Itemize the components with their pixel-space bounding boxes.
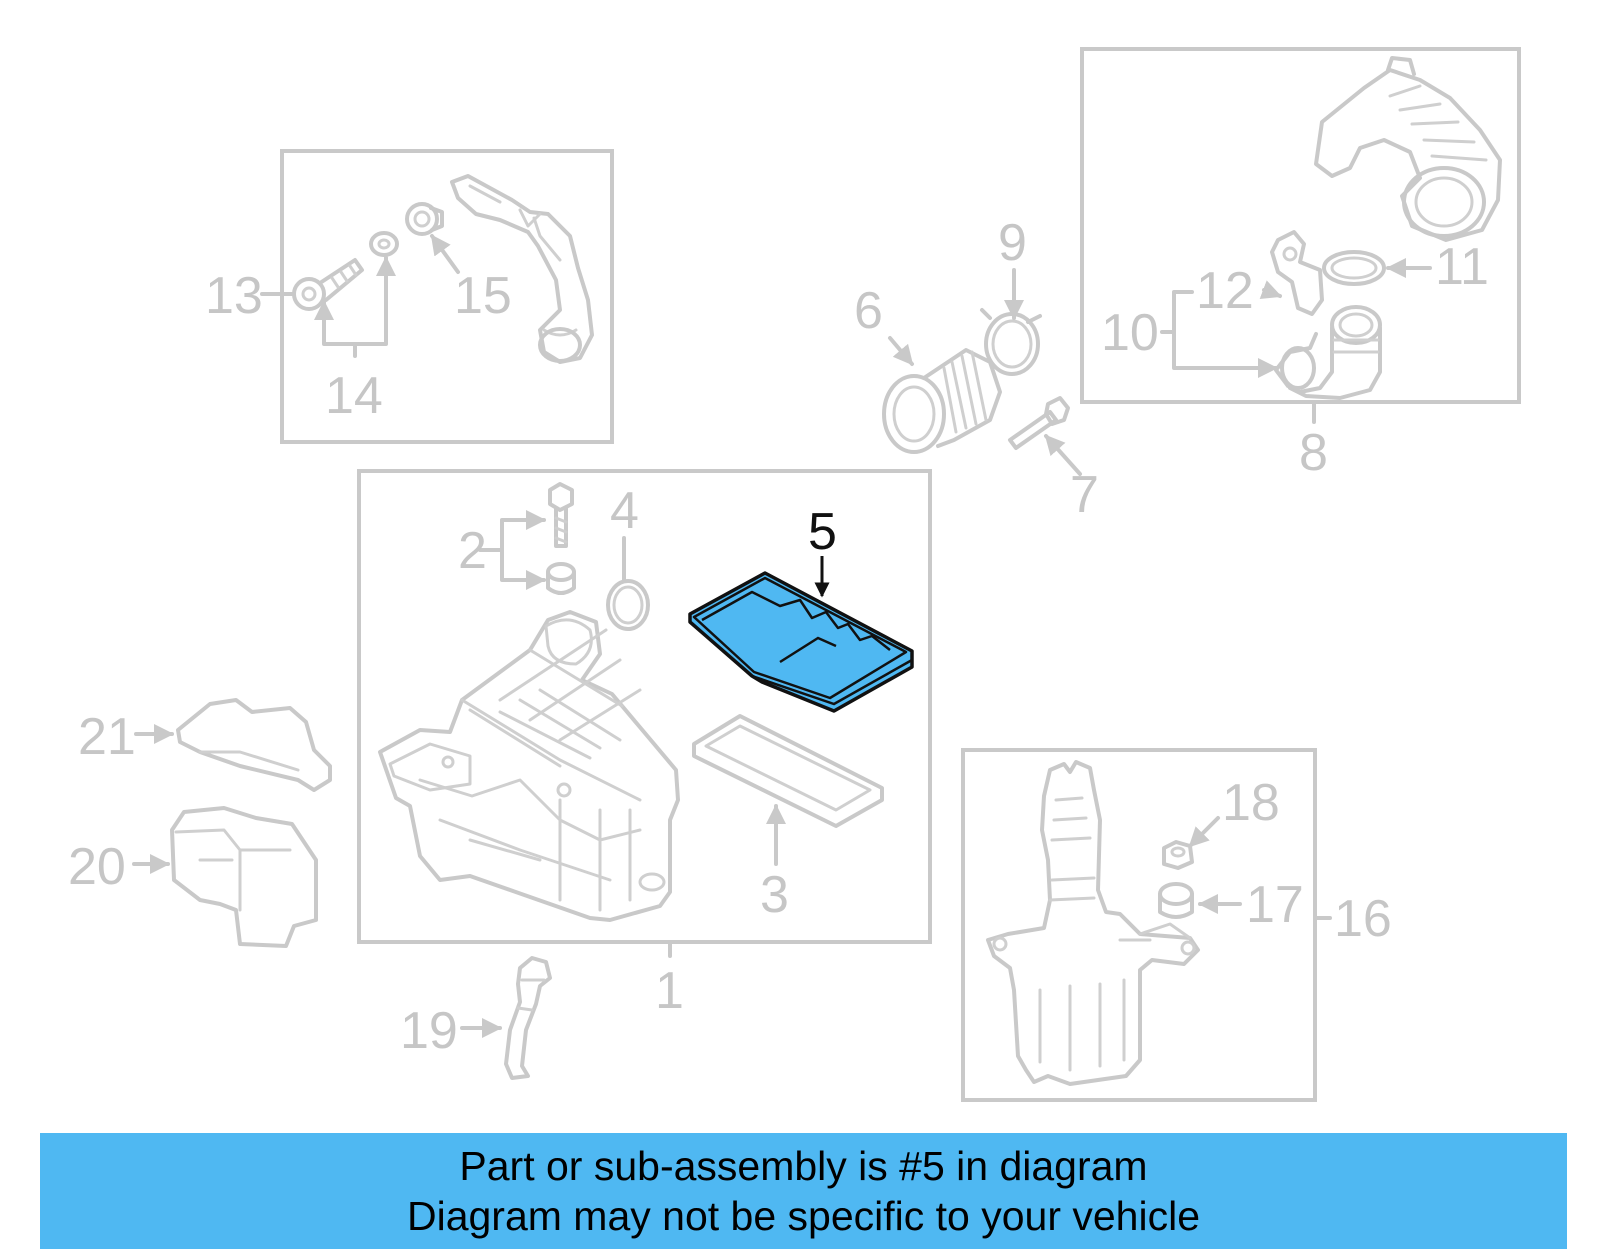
callout-10: 10 bbox=[1101, 304, 1159, 362]
grommet-17-part bbox=[1158, 882, 1194, 919]
leader-14 bbox=[322, 256, 388, 358]
leader-15 bbox=[430, 234, 460, 274]
callout-19: 19 bbox=[400, 1002, 458, 1060]
filter-element-3-part bbox=[692, 714, 884, 828]
intake-duct-part bbox=[450, 174, 594, 364]
air-filter-5-part-highlighted bbox=[688, 571, 914, 713]
leader-10 bbox=[1160, 290, 1276, 370]
mass-airflow-sensor-6-part bbox=[882, 348, 1002, 454]
callout-15: 15 bbox=[454, 267, 512, 325]
callout-20: 20 bbox=[68, 838, 126, 896]
callout-2: 2 bbox=[458, 522, 487, 580]
leader-2 bbox=[478, 518, 544, 582]
callout-18: 18 bbox=[1222, 774, 1280, 832]
banner-line-disclaimer: Diagram may not be specific to your vehi… bbox=[406, 1193, 1200, 1239]
callout-12: 12 bbox=[1196, 262, 1254, 320]
bolt-13-part bbox=[292, 258, 364, 311]
callout-7: 7 bbox=[1070, 466, 1099, 524]
air-cleaner-housing-part bbox=[378, 610, 680, 922]
bracket-20-part bbox=[170, 806, 318, 948]
bolt-7-part bbox=[1008, 396, 1070, 450]
callout-13: 13 bbox=[205, 267, 263, 325]
callout-8: 8 bbox=[1299, 424, 1328, 482]
callout-11: 11 bbox=[1435, 238, 1489, 296]
callout-5[interactable]: 5 bbox=[808, 503, 837, 561]
callout-3: 3 bbox=[760, 866, 789, 924]
callout-21: 21 bbox=[78, 708, 136, 766]
info-banner: Part or sub-assembly is #5 in diagram Di… bbox=[40, 1133, 1567, 1249]
callout-4: 4 bbox=[610, 482, 639, 540]
resonator-16-part bbox=[986, 760, 1200, 1086]
callout-14: 14 bbox=[325, 367, 383, 425]
washer-14-part bbox=[369, 231, 399, 257]
callout-9: 9 bbox=[998, 214, 1027, 272]
group-box-16-18 bbox=[961, 748, 1317, 1102]
clamp-11-part bbox=[1322, 250, 1386, 286]
banner-line-part: Part or sub-assembly is #5 in diagram bbox=[459, 1143, 1148, 1189]
nut-18-part bbox=[1162, 840, 1194, 870]
group-box-8-12 bbox=[1080, 47, 1521, 404]
group-box-1 bbox=[357, 469, 932, 944]
callout-6: 6 bbox=[854, 282, 883, 340]
intake-hose-upper-part bbox=[1314, 56, 1502, 242]
bolt-2-part bbox=[546, 482, 576, 595]
elbow-hose-8-part bbox=[1274, 305, 1382, 400]
callout-16: 16 bbox=[1334, 890, 1392, 948]
callout-17: 17 bbox=[1246, 876, 1304, 934]
cover-21-part bbox=[176, 698, 332, 792]
grommet-15-part bbox=[405, 202, 444, 236]
leader-18 bbox=[1188, 816, 1220, 848]
leader-7 bbox=[1044, 434, 1082, 476]
leader-6 bbox=[888, 336, 914, 366]
callout-1: 1 bbox=[655, 962, 684, 1020]
clamp-9-part bbox=[980, 308, 1042, 376]
oring-4-part bbox=[606, 579, 650, 631]
hose-19-part bbox=[504, 956, 552, 1080]
group-box-13-15 bbox=[280, 149, 614, 444]
sensor-12-part bbox=[1270, 230, 1324, 316]
leader-12 bbox=[1259, 280, 1282, 300]
